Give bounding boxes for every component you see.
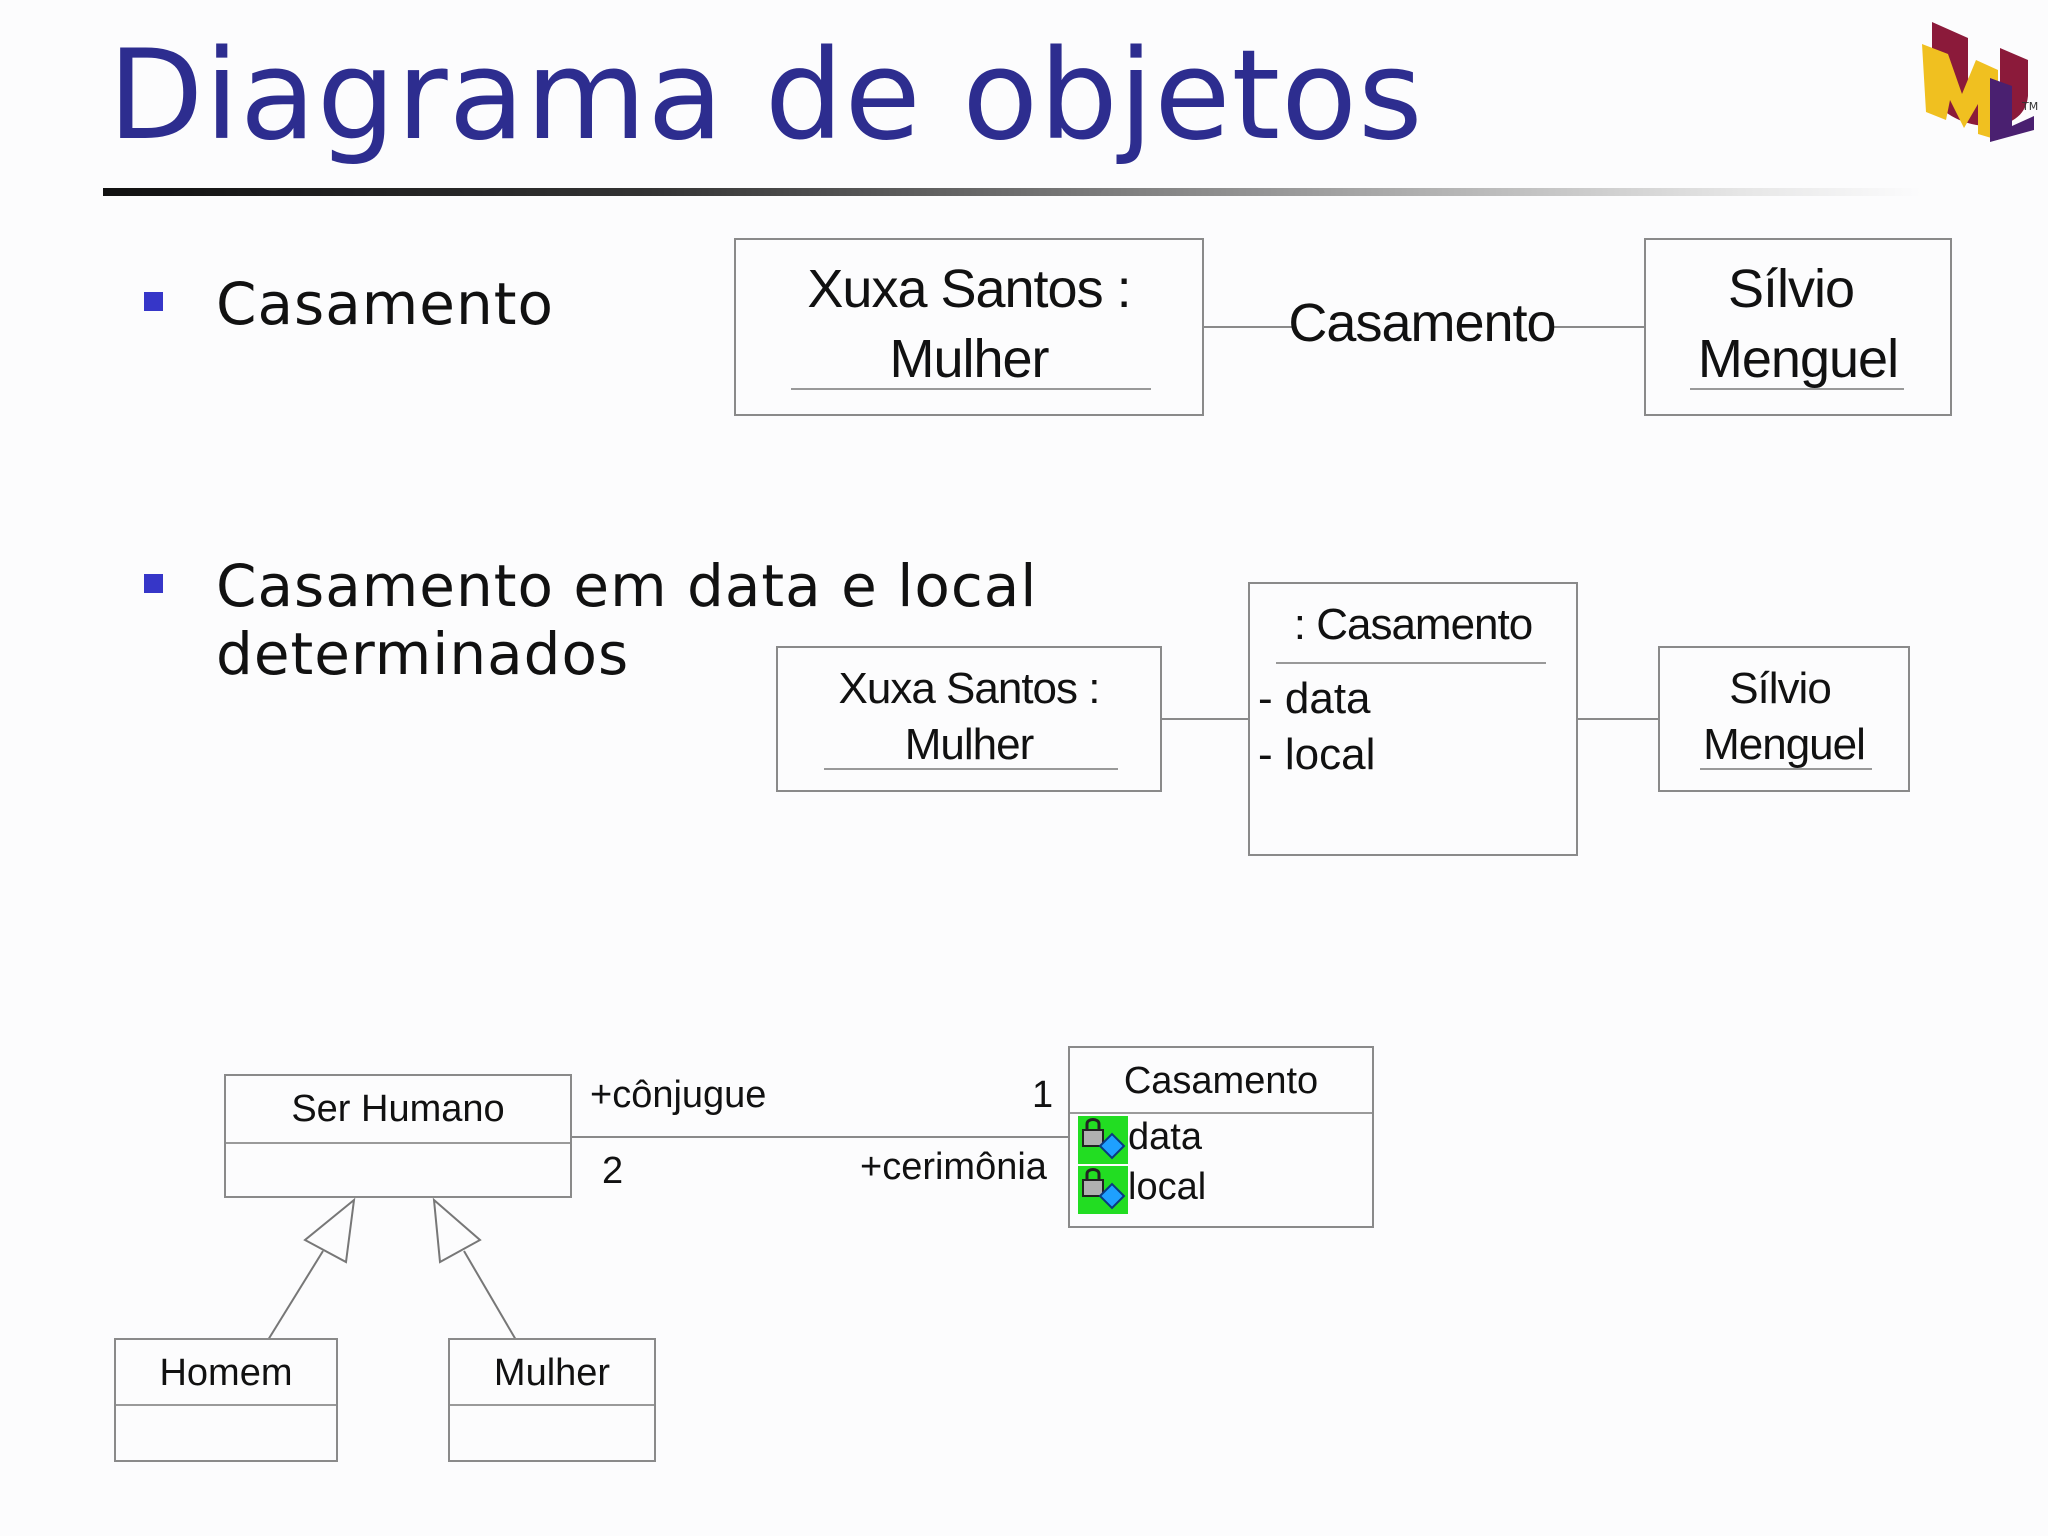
class-casamento-name: Casamento — [1123, 1060, 1319, 1102]
title-divider — [103, 188, 1923, 196]
d2-link-left — [1160, 718, 1250, 720]
class-ser-humano-divider — [226, 1142, 570, 1144]
d2-casamento-underline — [1276, 662, 1546, 664]
d2-casamento-attr-data: - data — [1258, 674, 1371, 723]
bullet-text-2-line2: determinados — [216, 620, 630, 688]
bullet-marker-1 — [144, 292, 163, 311]
generalization-mulher-arrow — [432, 1197, 482, 1264]
d2-casamento-attr-local: - local — [1258, 730, 1376, 779]
d1-xuxa-underline — [791, 388, 1151, 390]
bullet-text-1: Casamento — [216, 270, 554, 338]
class-mulher-divider — [450, 1404, 654, 1406]
assoc-mult-left: 2 — [602, 1150, 624, 1192]
class-casamento-attr-local: local — [1128, 1166, 1207, 1208]
d1-object-silvio[interactable]: Sílvio Menguel — [1644, 238, 1952, 416]
d2-silvio-line1: Sílvio — [1729, 664, 1832, 713]
d2-silvio-line2: Menguel — [1703, 720, 1866, 769]
class-mulher-name: Mulher — [493, 1352, 611, 1394]
d1-object-xuxa[interactable]: Xuxa Santos : Mulher — [734, 238, 1204, 416]
d1-link-label: Casamento — [1288, 293, 1556, 353]
generalization-homem-arrow — [303, 1197, 356, 1264]
d2-object-casamento[interactable]: : Casamento - data - local — [1248, 582, 1578, 856]
d2-object-xuxa[interactable]: Xuxa Santos : Mulher — [776, 646, 1162, 792]
class-ser-humano-name: Ser Humano — [291, 1088, 505, 1130]
d1-link-right — [1550, 326, 1646, 328]
d2-object-silvio[interactable]: Sílvio Menguel — [1658, 646, 1910, 792]
class-casamento-divider — [1070, 1112, 1372, 1114]
slide-title: Diagrama de objetos — [108, 24, 1424, 168]
bullet-marker-2 — [144, 574, 163, 593]
d2-xuxa-underline — [824, 768, 1118, 770]
d1-silvio-underline — [1690, 388, 1904, 390]
class-homem-name: Homem — [159, 1352, 293, 1394]
class-homem[interactable]: Homem — [114, 1338, 338, 1462]
d2-casamento-name: : Casamento — [1293, 600, 1533, 649]
d2-xuxa-line1: Xuxa Santos : — [838, 664, 1101, 713]
class-casamento[interactable]: Casamento data local — [1068, 1046, 1374, 1228]
d1-xuxa-line1: Xuxa Santos : — [807, 259, 1131, 319]
private-attribute-icon — [1078, 1166, 1128, 1214]
d1-silvio-line1: Sílvio — [1727, 259, 1855, 319]
uml-trademark: TM — [2021, 100, 2038, 113]
generalization-homem-line — [267, 1250, 324, 1341]
uml-logo-icon — [1922, 22, 2034, 142]
class-mulher[interactable]: Mulher — [448, 1338, 656, 1462]
class-homem-divider — [116, 1404, 336, 1406]
class-casamento-attr-data: data — [1128, 1116, 1202, 1158]
d2-silvio-underline — [1700, 768, 1872, 770]
d1-xuxa-line2: Mulher — [889, 329, 1049, 389]
d1-link-left — [1202, 326, 1292, 328]
generalization-mulher-line — [463, 1250, 517, 1341]
assoc-role-left: +cônjugue — [590, 1074, 767, 1116]
private-attribute-icon — [1078, 1116, 1128, 1164]
class-ser-humano[interactable]: Ser Humano — [224, 1074, 572, 1198]
d2-xuxa-line2: Mulher — [904, 720, 1035, 769]
d1-silvio-line2: Menguel — [1697, 329, 1899, 389]
assoc-role-right: +cerimônia — [860, 1146, 1047, 1188]
bullet-text-2-line1: Casamento em data e local — [216, 552, 1038, 620]
assoc-mult-right: 1 — [1032, 1074, 1054, 1116]
d2-link-right — [1576, 718, 1660, 720]
